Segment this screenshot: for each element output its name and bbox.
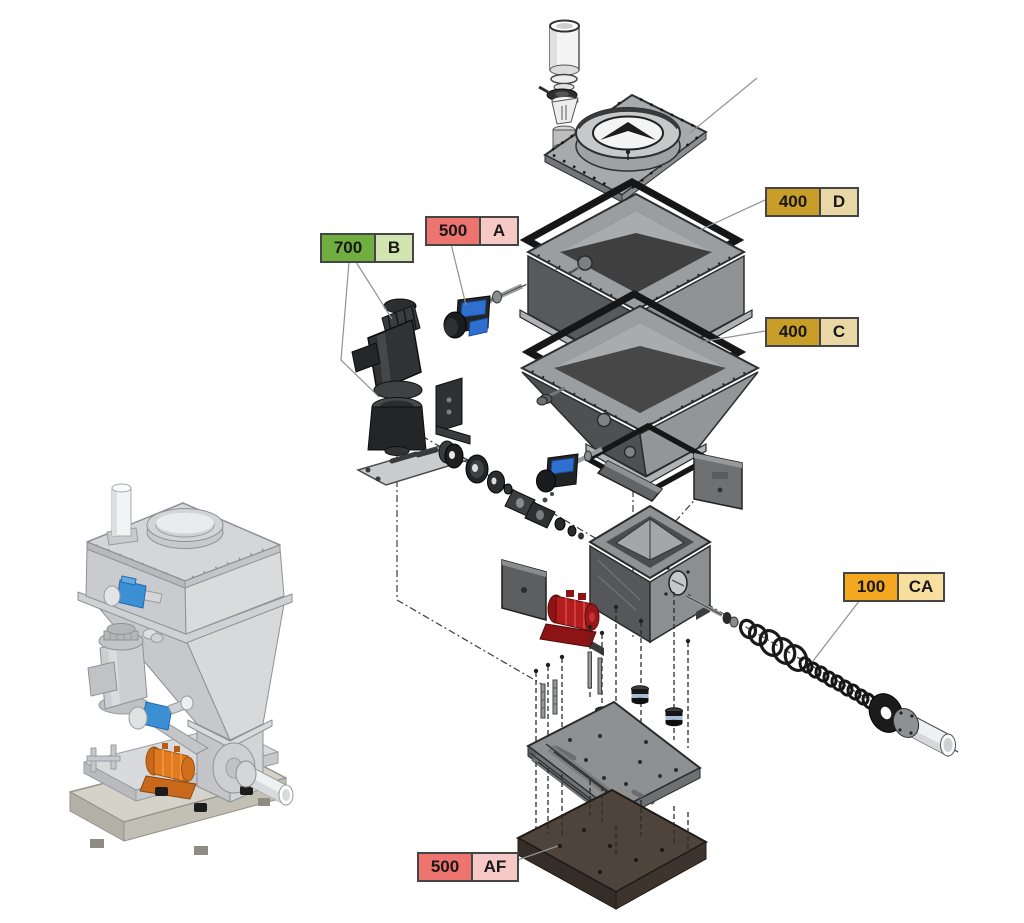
- discharge-tube: [892, 707, 956, 757]
- leader-top-plate: [689, 77, 758, 134]
- callout-code: 500: [427, 218, 481, 244]
- threaded-studs: [540, 651, 602, 719]
- callout-suffix: C: [821, 319, 857, 345]
- callout-100-CA: 100 CA: [843, 572, 945, 602]
- base-block-500AF: [515, 788, 709, 910]
- leader-500A: [450, 243, 467, 306]
- machine-level-sensor-lower: [128, 695, 209, 755]
- callout-500-A: 500 A: [425, 216, 519, 246]
- drive-motor-gearbox-700B: [351, 298, 471, 486]
- motor-bracket: [435, 377, 471, 445]
- leader-400C: [699, 330, 766, 343]
- machine-level-sensor-upper: [103, 575, 163, 609]
- top-cover-plate: [543, 93, 708, 203]
- callout-suffix: D: [821, 189, 857, 215]
- callout-code: 700: [322, 235, 376, 261]
- machine-isolator-feet: [155, 786, 253, 812]
- machine-top-plate: [86, 502, 281, 589]
- screw-coil: [798, 656, 877, 710]
- leader-700B-gearbox: [340, 261, 380, 398]
- leader-400D: [699, 199, 766, 231]
- machine-frame-bracket: [86, 744, 121, 773]
- vibration-motor-red: [539, 590, 600, 648]
- callout-code: 400: [767, 319, 821, 345]
- machine-vent-pipe: [106, 483, 139, 546]
- callout-suffix: B: [376, 235, 412, 261]
- callout-700-B: 700 B: [320, 233, 414, 263]
- callout-suffix: A: [481, 218, 517, 244]
- deflector-plate: [596, 460, 664, 502]
- callout-code: 100: [845, 574, 899, 600]
- hopper-400C: [519, 304, 761, 486]
- assembled-machine-preview: [69, 483, 294, 855]
- machine-motor: [87, 623, 150, 715]
- callout-400-D: 400 D: [765, 187, 859, 217]
- side-cover-panel: [693, 452, 743, 510]
- access-panel: [501, 559, 547, 621]
- callout-suffix: CA: [899, 574, 943, 600]
- callout-400-C: 400 C: [765, 317, 859, 347]
- vent-filter-stack: [538, 19, 580, 153]
- level-sensor-500A-upper: [443, 283, 524, 339]
- mounting-stud-heads: [533, 604, 691, 674]
- coupling-disc-set: [438, 440, 584, 540]
- feed-screw-100CA: [685, 594, 956, 757]
- callout-suffix: AF: [473, 854, 517, 880]
- leader-700B-motor: [355, 261, 393, 320]
- leader-100CA: [812, 599, 861, 662]
- machine-vibration-motor: [139, 743, 197, 800]
- feeder-trough: [588, 504, 712, 656]
- mounting-studs-lower: [535, 762, 689, 858]
- machine-hopper-fitting: [142, 628, 164, 643]
- callout-500-AF: 500 AF: [417, 852, 519, 882]
- machine-discharge-tube: [235, 760, 294, 806]
- callout-code: 400: [767, 189, 821, 215]
- level-sensor-500A-lower: [536, 446, 604, 493]
- hopper-side-bolt: [536, 386, 566, 406]
- callout-code: 500: [419, 854, 473, 880]
